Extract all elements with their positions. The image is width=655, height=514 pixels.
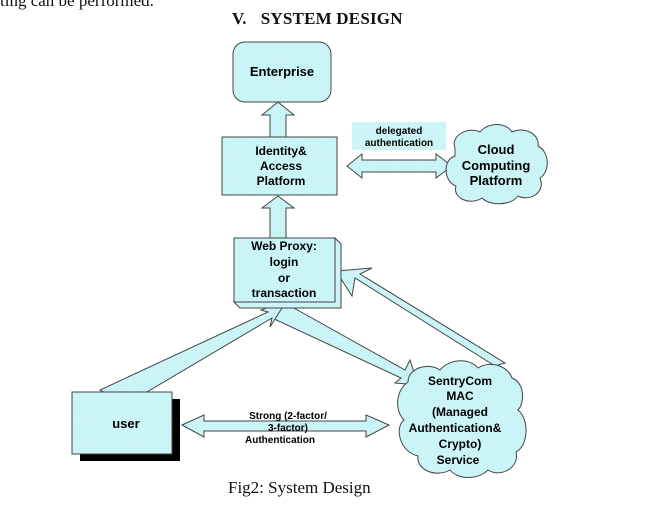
sentrycom-label-line6: Service bbox=[437, 453, 480, 467]
strong-auth-label-line1: Strong (2-factor/ bbox=[249, 411, 327, 422]
identity-label-line3: Platform bbox=[257, 174, 306, 188]
node-user: user bbox=[71, 391, 180, 461]
node-sentrycom-mac: SentryCom MAC (Managed Authentication& C… bbox=[397, 360, 527, 478]
node-identity-access-platform: Identity& Access Platform bbox=[221, 136, 338, 196]
strong-auth-label-line3: Authentication bbox=[245, 435, 315, 446]
figure-caption: Fig2: System Design bbox=[228, 478, 371, 497]
section-heading: V. SYSTEM DESIGN bbox=[232, 9, 403, 29]
node-cloud-computing-platform: Cloud Computing Platform bbox=[445, 124, 548, 205]
sentrycom-label-line2: MAC bbox=[446, 389, 474, 403]
edge-strong-authentication: Strong (2-factor/ 3-factor) Authenticati… bbox=[180, 411, 391, 446]
delegated-label-line2: authentication bbox=[365, 138, 433, 149]
arrow-proxy-to-sentrycom bbox=[271, 302, 419, 386]
cloud-label-line2: Computing bbox=[462, 158, 531, 173]
identity-label-line2: Access bbox=[260, 159, 302, 173]
user-label: user bbox=[112, 416, 139, 431]
strong-auth-label-line2: 3-factor) bbox=[268, 423, 308, 434]
arrow-sentrycom-to-proxy bbox=[335, 267, 507, 367]
proxy-label-line1: Web Proxy: bbox=[251, 239, 317, 253]
proxy-label-line4: transaction bbox=[252, 286, 317, 300]
arrow-identity-to-enterprise bbox=[260, 101, 296, 139]
identity-label-line1: Identity& bbox=[255, 144, 307, 158]
arrow-proxy-to-identity bbox=[260, 195, 296, 241]
node-enterprise: Enterprise bbox=[232, 41, 332, 103]
sentrycom-label-line1: SentryCom bbox=[428, 374, 492, 388]
sentrycom-label-line4: Authentication& bbox=[409, 421, 502, 435]
node-web-proxy: Web Proxy: login or transaction bbox=[232, 236, 342, 309]
enterprise-label: Enterprise bbox=[250, 64, 314, 79]
cloud-label-line3: Platform bbox=[470, 173, 523, 188]
section-title: SYSTEM DESIGN bbox=[260, 9, 403, 28]
delegated-label-line1: delegated bbox=[376, 126, 423, 137]
cloud-label-line1: Cloud bbox=[478, 142, 515, 157]
proxy-label-line3: or bbox=[278, 271, 290, 285]
sentrycom-label-line3: (Managed bbox=[432, 405, 488, 419]
proxy-label-line2: login bbox=[270, 255, 299, 269]
section-number: V. bbox=[232, 9, 247, 28]
sentrycom-label-line5: Crypto) bbox=[439, 437, 482, 451]
preceding-text: ting can be performed. bbox=[0, 0, 154, 10]
edge-delegated-authentication: delegated authentication bbox=[346, 122, 453, 180]
